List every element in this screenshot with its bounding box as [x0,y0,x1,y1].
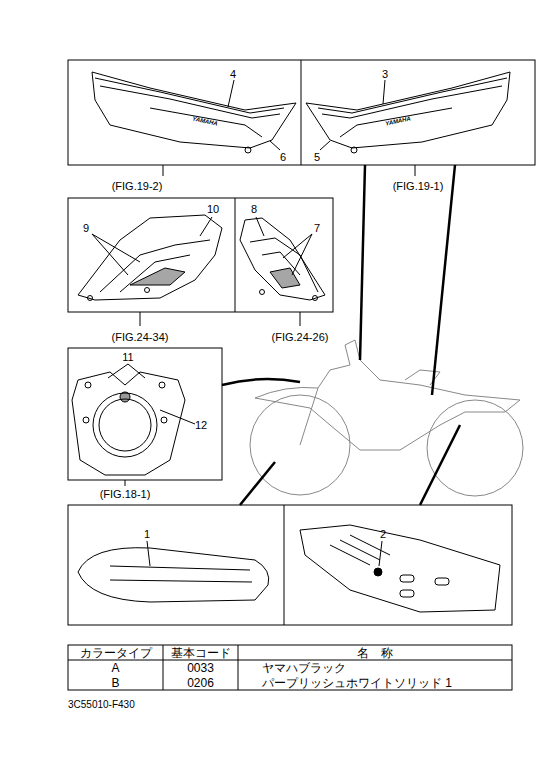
table-header: 名 称 [357,647,393,659]
callout-number: 7 [314,223,320,234]
table-cell: B [111,677,119,689]
table-header: 基本コード [171,647,231,659]
table-frame [68,645,512,690]
motorcycle-outline [250,340,523,496]
table-header: カラータイプ [80,647,152,659]
front-fender [78,541,269,602]
shroud-decal [240,217,325,301]
callout-number: 11 [122,352,133,363]
callout-number: 4 [230,69,236,80]
table-cell: ヤマハブラック [262,662,346,674]
callout-number: 8 [251,204,257,215]
side-cover-decal [92,72,296,153]
shroud-decal [78,215,222,301]
location-leader [222,165,460,505]
decal-text: YAMAHA [192,115,219,126]
table-cell: A [111,662,119,674]
callout-number: 2 [380,529,386,540]
figure-reference: (FIG.18-1) [100,489,151,500]
callout-number: 10 [207,204,219,215]
callout-number: 3 [382,69,388,80]
callout-number: 12 [195,420,207,431]
callout-number: 5 [314,152,320,163]
table-cell: 0033 [187,662,214,674]
panel-frame [68,348,222,480]
callout-number: 6 [280,152,286,163]
table-cell: 0206 [187,677,214,689]
headlight-cover [72,364,195,475]
drawing-number: 3C55010-F430 [68,700,135,710]
panel-frame [68,60,535,165]
figure-reference: (FIG.24-34) [112,332,169,343]
panel-frame [68,198,333,312]
figure-reference: (FIG.19-2) [112,181,163,192]
rear-fender [300,525,500,612]
figure-reference: (FIG.24-26) [272,332,329,343]
panel-frame [68,505,512,625]
callout-number: 1 [144,529,150,540]
decal-text: YAMAHA [385,115,412,126]
table-cell: パープリッシュホワイトソリッド 1 [262,677,452,689]
figure-reference: (FIG.19-1) [393,181,444,192]
side-cover-decal [306,72,510,153]
callout-number: 9 [83,223,89,234]
